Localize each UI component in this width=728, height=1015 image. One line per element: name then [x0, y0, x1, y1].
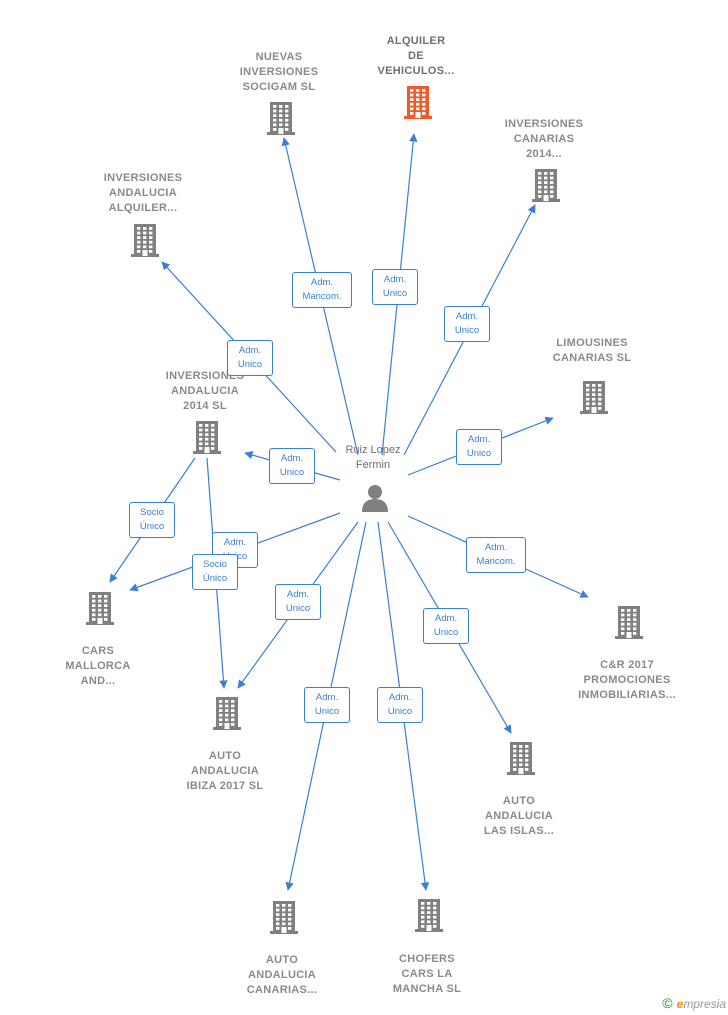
- brand-e: e: [676, 997, 684, 1011]
- footer-brand: ©empresia: [662, 995, 726, 1011]
- role-label-andalucia2014-ibiza: Socio Único: [192, 554, 238, 590]
- building-icon[interactable]: [530, 167, 562, 203]
- copyright-symbol: ©: [662, 995, 673, 1011]
- building-icon[interactable]: [84, 590, 116, 626]
- company-label-alquiler[interactable]: ALQUILER DE VEHICULOS...: [377, 35, 455, 77]
- building-icon[interactable]: [578, 379, 610, 415]
- person-name[interactable]: Ruiz Lopez Fermin: [345, 444, 401, 471]
- role-label-person-autocanarias: Adm. Unico: [304, 687, 350, 723]
- role-label-person-andaluciaalq: Adm. Unico: [227, 340, 273, 376]
- building-icon[interactable]: [191, 419, 223, 455]
- company-label-nuevas[interactable]: NUEVAS INVERSIONES SOCIGAM SL: [239, 51, 319, 93]
- company-label-andaluciaalq[interactable]: INVERSIONES ANDALUCIA ALQUILER...: [103, 172, 183, 214]
- role-label-person-alquiler: Adm. Unico: [372, 269, 418, 305]
- role-label-person-cr2017: Adm. Mancom.: [466, 537, 526, 573]
- company-label-canarias2014[interactable]: INVERSIONES CANARIAS 2014...: [504, 118, 584, 160]
- company-label-chofers[interactable]: CHOFERS CARS LA MANCHA SL: [392, 953, 462, 995]
- role-label-person-limousines: Adm. Unico: [456, 429, 502, 465]
- role-label-person-andalucia2014: Adm. Unico: [269, 448, 315, 484]
- building-icon[interactable]: [129, 222, 161, 258]
- company-label-autocanarias[interactable]: AUTO ANDALUCIA CANARIAS...: [246, 954, 318, 996]
- building-icon[interactable]: [613, 604, 645, 640]
- company-label-ibiza[interactable]: AUTO ANDALUCIA IBIZA 2017 SL: [186, 750, 264, 792]
- company-label-cars[interactable]: CARS MALLORCA AND...: [65, 645, 131, 687]
- building-icon[interactable]: [268, 899, 300, 935]
- company-label-limousines[interactable]: LIMOUSINES CANARIAS SL: [552, 337, 632, 364]
- role-label-person-canarias2014: Adm. Unico: [444, 306, 490, 342]
- role-label-person-chofers: Adm. Unico: [377, 687, 423, 723]
- role-label-andalucia2014-cars: Socio Único: [129, 502, 175, 538]
- person-icon[interactable]: [360, 483, 390, 513]
- role-label-person-islas: Adm. Unico: [423, 608, 469, 644]
- building-icon[interactable]: [505, 740, 537, 776]
- company-label-islas[interactable]: AUTO ANDALUCIA LAS ISLAS...: [483, 795, 555, 837]
- building-icon[interactable]: [402, 84, 434, 120]
- building-icon[interactable]: [265, 100, 297, 136]
- building-icon[interactable]: [413, 897, 445, 933]
- role-label-person-ibiza: Adm. Unico: [275, 584, 321, 620]
- company-label-andalucia2014[interactable]: INVERSIONES ANDALUCIA 2014 SL: [165, 370, 245, 412]
- company-label-cr2017[interactable]: C&R 2017 PROMOCIONES INMOBILIARIAS...: [578, 659, 676, 701]
- brand-name: mpresia: [683, 997, 726, 1011]
- role-label-person-nuevas: Adm. Mancom.: [292, 272, 352, 308]
- building-icon[interactable]: [211, 695, 243, 731]
